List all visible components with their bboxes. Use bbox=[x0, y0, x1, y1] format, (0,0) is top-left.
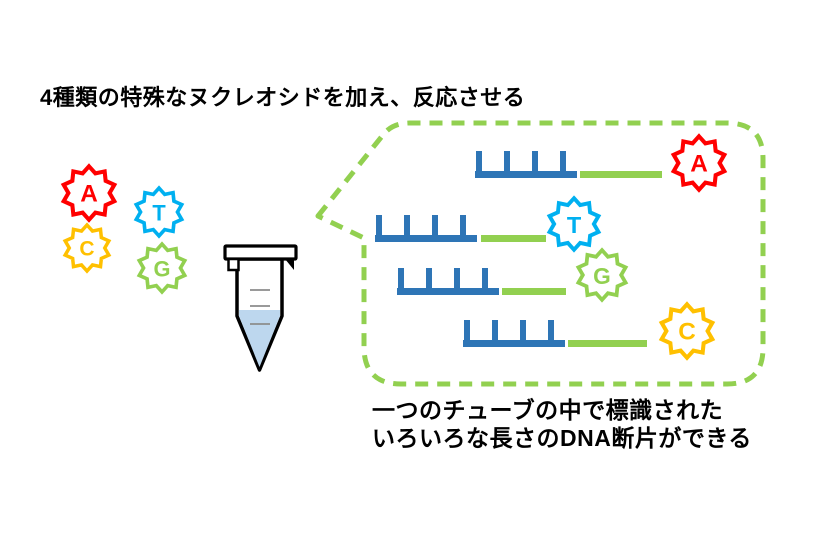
tube-cap bbox=[223, 244, 298, 261]
free-nucleotide-t-badge: T bbox=[133, 185, 185, 239]
tube-cap-notch bbox=[285, 259, 294, 270]
free-nucleotide-a-badge: A bbox=[60, 163, 118, 223]
diagram-title: 4種類の特殊なヌクレオシドを加え、反応させる bbox=[40, 85, 526, 110]
fragment-label-t-badge: T bbox=[546, 195, 602, 253]
dna-template-comb bbox=[475, 151, 577, 178]
svg-text:A: A bbox=[80, 181, 98, 208]
svg-text:G: G bbox=[593, 263, 611, 289]
dna-template-comb bbox=[397, 268, 499, 295]
free-nucleotide-c-badge: C bbox=[62, 222, 112, 274]
dna-template-comb bbox=[463, 320, 565, 347]
dna-strand-segment bbox=[568, 340, 647, 347]
svg-text:T: T bbox=[567, 212, 582, 238]
fragment-label-a-badge: A bbox=[670, 133, 728, 193]
tube-cap-latch bbox=[227, 257, 240, 272]
microcentrifuge-tube bbox=[223, 244, 298, 372]
dna-strand-segment bbox=[481, 235, 546, 242]
caption-line1: 一つのチューブの中で標識された bbox=[372, 397, 724, 423]
svg-text:C: C bbox=[79, 238, 94, 261]
caption-line2: いろいろな長さのDNA断片ができる bbox=[372, 425, 752, 451]
svg-text:C: C bbox=[678, 319, 696, 346]
dna-template-comb bbox=[375, 215, 477, 242]
fragment-label-g-badge: G bbox=[575, 247, 629, 303]
fragment-label-c-badge: C bbox=[658, 301, 716, 361]
svg-text:T: T bbox=[152, 201, 166, 226]
free-nucleotide-g-badge: G bbox=[136, 241, 188, 295]
dna-strand-segment bbox=[502, 288, 566, 295]
dna-strand-segment bbox=[580, 171, 662, 178]
svg-text:G: G bbox=[154, 257, 171, 282]
svg-text:A: A bbox=[690, 151, 708, 178]
caption: 一つのチューブの中で標識された いろいろな長さのDNA断片ができる bbox=[372, 396, 752, 452]
